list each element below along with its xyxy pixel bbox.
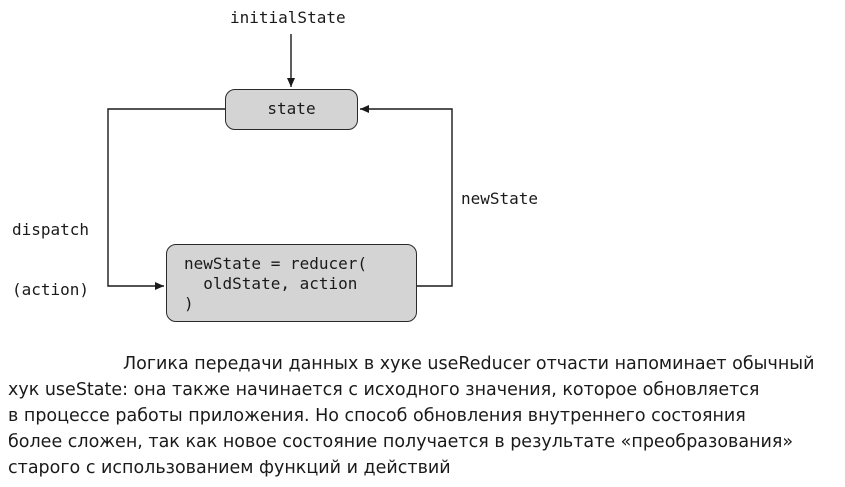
- figure-caption: Логика передачи данных в хуке useReducer…: [8, 351, 838, 481]
- state-flow-diagram: initialState state dispatch (action) new…: [12, 8, 539, 340]
- reducer-code-line: ): [184, 294, 194, 313]
- initial-state-label: initialState: [230, 8, 346, 27]
- caption-line: старого с использованием функций и дейст…: [8, 458, 451, 478]
- caption-line: Логика передачи данных в хуке useReducer…: [123, 354, 815, 374]
- diagram-connectors: [107, 34, 453, 290]
- dispatch-arrow: [107, 108, 225, 290]
- caption-line: в процессе работы приложения. Но способ …: [8, 406, 746, 426]
- caption-line: хук useState: она также начинается с исх…: [8, 380, 760, 400]
- reducer-node: newState = reducer( oldState, action ): [166, 244, 417, 322]
- dispatch-label: dispatch (action): [12, 180, 89, 340]
- dispatch-label-line: (action): [12, 280, 90, 299]
- dispatch-label-line: dispatch: [12, 220, 90, 239]
- reducer-code-line: oldState, action: [184, 274, 358, 293]
- state-node: state: [225, 89, 358, 130]
- reducer-code-line: newState = reducer(: [184, 254, 368, 273]
- new-state-label: newState: [461, 189, 539, 208]
- new-state-arrow: [360, 105, 453, 287]
- caption-line: более сложен, так как новое состояние по…: [8, 432, 794, 452]
